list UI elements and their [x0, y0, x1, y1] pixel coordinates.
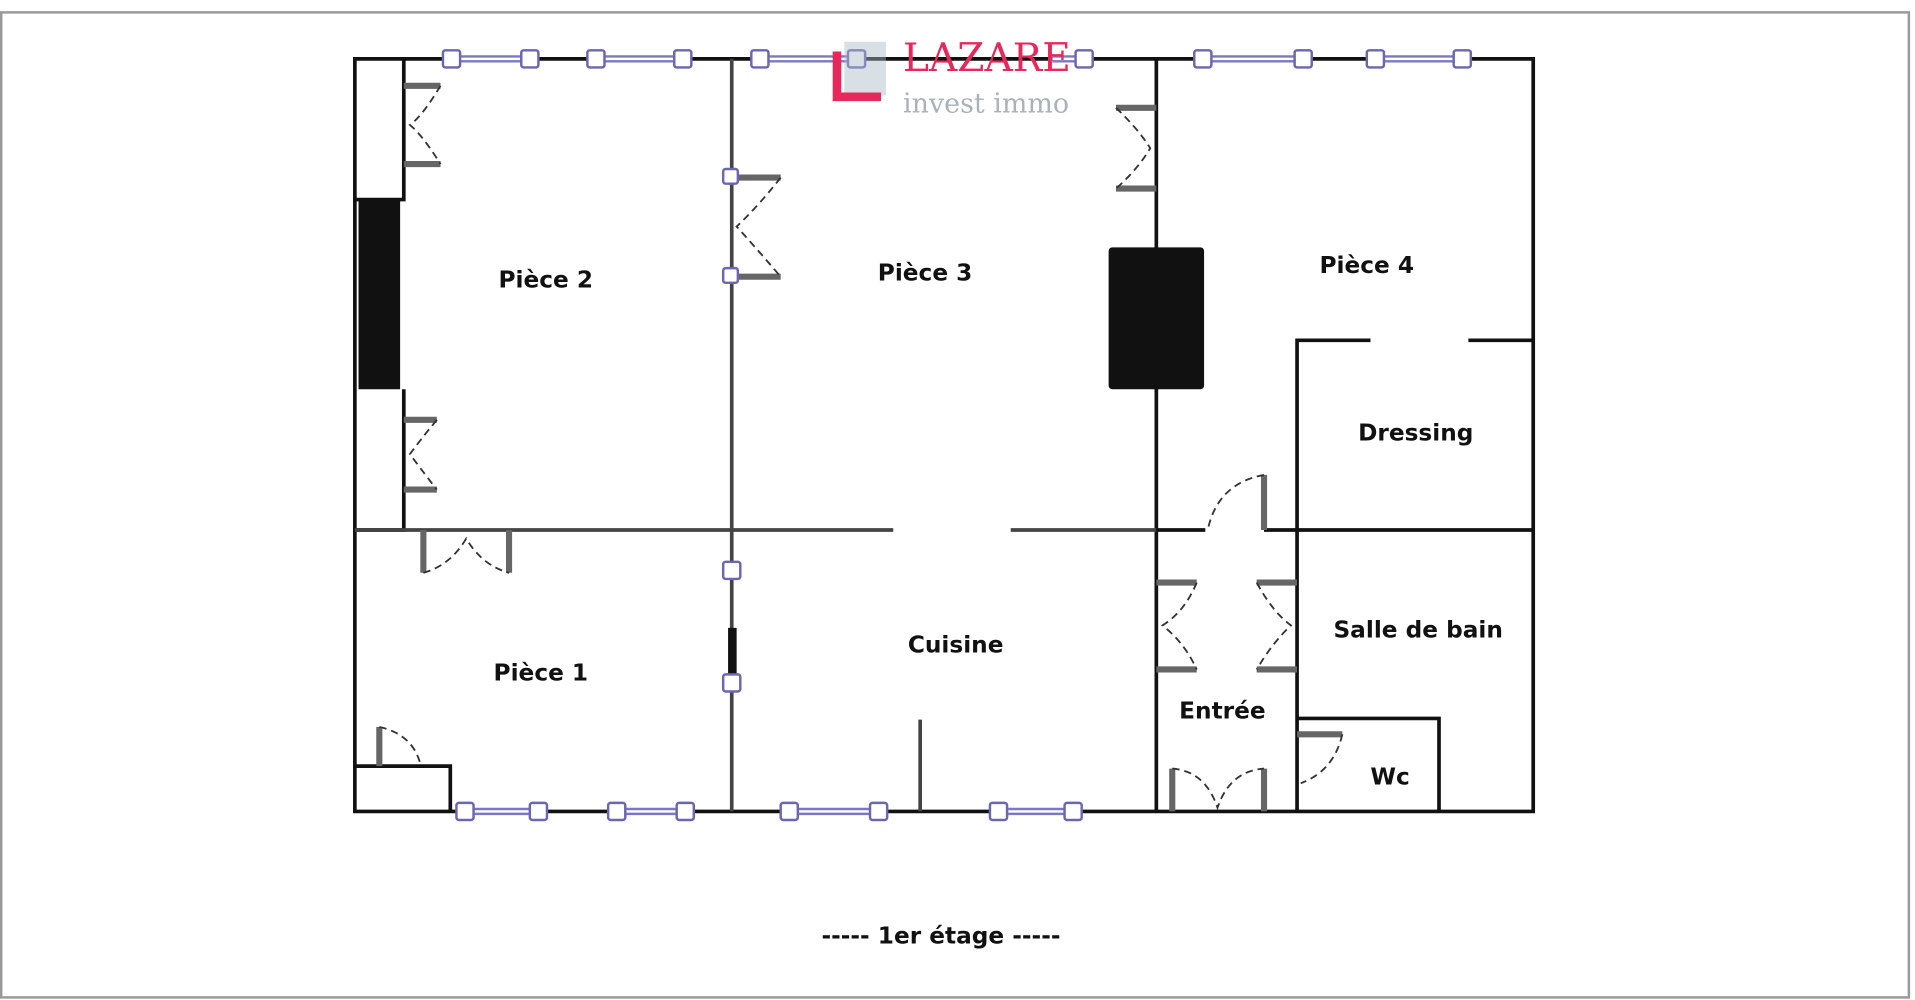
- room-label-dressing: Dressing: [1358, 420, 1473, 447]
- room-label-wc: Wc: [1370, 763, 1409, 790]
- logo-mark: [832, 51, 882, 102]
- room-label-piece-2: Pièce 2: [498, 267, 593, 294]
- windows: [441, 49, 1473, 822]
- logo: LAZARE invest immo: [832, 36, 1071, 120]
- chimney-piece3: [1108, 247, 1205, 390]
- room-label-salle-de-bain: Salle de bain: [1333, 617, 1502, 644]
- room-label-piece-1: Pièce 1: [494, 659, 589, 686]
- room-label-piece-4: Pièce 4: [1320, 252, 1415, 279]
- frame-border: [0, 11, 1911, 999]
- room-label-piece-3: Pièce 3: [878, 259, 973, 286]
- doors: [376, 82, 1344, 812]
- floor-label: ----- 1er étage -----: [821, 923, 1060, 950]
- logo-brand: LAZARE: [903, 36, 1071, 81]
- room-label-cuisine: Cuisine: [908, 631, 1004, 658]
- walls: [353, 57, 1536, 814]
- logo-tagline: invest immo: [903, 89, 1069, 120]
- chimney-left: [358, 199, 401, 390]
- room-labels: Pièce 2 Pièce 3 Pièce 4 Dressing Pièce 1…: [494, 252, 1503, 950]
- room-label-entree: Entrée: [1179, 697, 1266, 724]
